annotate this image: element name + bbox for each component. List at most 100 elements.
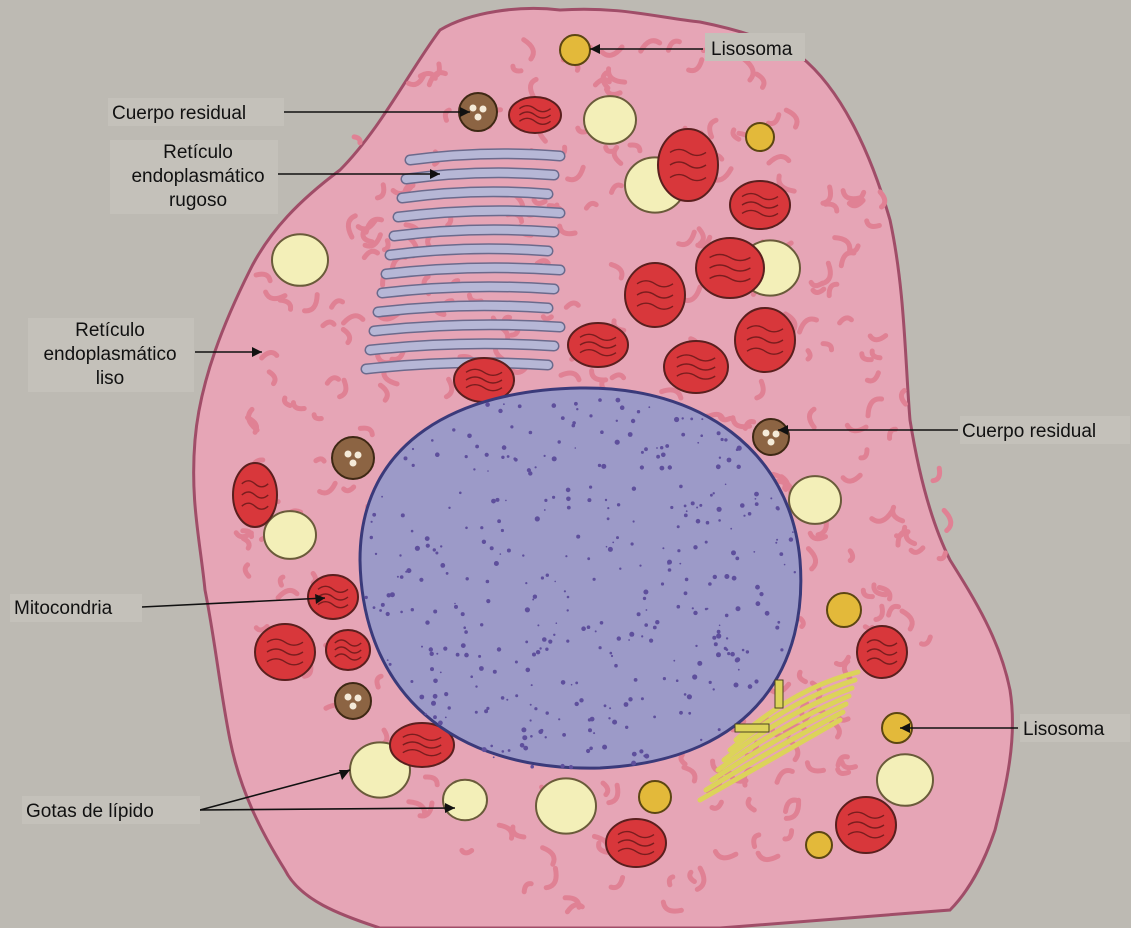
label-ret-liso-1: Retículo [75,320,145,341]
chromatin-granule [542,637,547,642]
chromatin-granule [532,653,536,657]
chromatin-granule [506,699,508,701]
chromatin-granule [419,695,424,700]
chromatin-granule [612,542,614,544]
chromatin-granule [721,438,724,441]
chromatin-granule [641,451,644,454]
label-cuerpo-residual-left: Cuerpo residual [112,103,246,124]
chromatin-granule [465,527,468,530]
chromatin-granule [646,609,648,611]
chromatin-granule [545,736,547,738]
chromatin-granule [448,507,450,509]
residual-body-inclusion [763,430,770,437]
chromatin-granule [493,756,495,758]
chromatin-granule [411,608,414,611]
chromatin-granule [588,728,592,732]
chromatin-granule [507,455,510,458]
chromatin-granule [628,697,632,701]
chromatin-granule [440,672,442,674]
chromatin-granule [598,398,602,402]
chromatin-granule [424,713,426,715]
chromatin-granule [780,648,783,651]
chromatin-granule [386,612,390,616]
smooth-er-tubule [612,375,624,378]
chromatin-granule [660,466,665,471]
chromatin-granule [480,526,483,529]
chromatin-granule [640,465,644,469]
chromatin-granule [624,702,629,707]
chromatin-granule [505,500,507,502]
lipid-droplet [264,511,316,559]
chromatin-granule [576,535,580,539]
chromatin-granule [497,519,501,523]
chromatin-granule [452,428,455,431]
chromatin-granule [684,505,687,508]
chromatin-granule [566,488,571,493]
chromatin-granule [677,525,680,528]
golgi-vesicle [735,724,769,732]
chromatin-granule [606,546,608,548]
chromatin-granule [435,552,438,555]
chromatin-granule [743,515,745,517]
chromatin-granule [440,545,442,547]
chromatin-granule [684,514,688,518]
chromatin-granule [548,640,552,644]
chromatin-granule [528,471,532,475]
chromatin-granule [687,694,692,699]
chromatin-granule [552,403,557,408]
chromatin-granule [502,445,507,450]
chromatin-granule [776,539,778,541]
smooth-er-tubule [850,551,852,561]
chromatin-granule [558,718,560,720]
chromatin-granule [649,639,653,643]
chromatin-granule [662,547,664,549]
chromatin-granule [530,765,534,769]
chromatin-granule [701,418,703,420]
chromatin-granule [404,456,408,460]
chromatin-granule [709,681,712,684]
chromatin-granule [784,564,786,566]
chromatin-granule [537,624,539,626]
chromatin-granule [734,683,739,688]
chromatin-granule [518,404,522,408]
chromatin-granule [443,647,447,651]
chromatin-granule [566,497,571,502]
chromatin-granule [755,498,757,500]
chromatin-granule [668,465,672,469]
chromatin-granule [501,696,505,700]
chromatin-granule [561,680,566,685]
chromatin-granule [794,571,796,573]
chromatin-granule [697,661,702,666]
chromatin-granule [415,546,420,551]
chromatin-granule [525,582,527,584]
chromatin-granule [410,680,413,683]
chromatin-granule [727,458,732,463]
chromatin-granule [632,487,636,491]
smooth-er-tubule [354,137,360,143]
label-ret-rugoso-2: endoplasmático [131,166,264,187]
chromatin-granule [681,433,685,437]
chromatin-granule [379,609,382,612]
chromatin-granule [656,447,658,449]
chromatin-granule [714,642,718,646]
chromatin-granule [587,498,591,502]
chromatin-granule [615,440,620,445]
chromatin-granule [742,649,745,652]
chromatin-granule [373,606,376,609]
chromatin-granule [522,735,527,740]
chromatin-granule [619,568,621,570]
chromatin-granule [616,536,619,539]
chromatin-granule [530,719,532,721]
lipid-droplet [789,476,841,524]
chromatin-granule [655,620,659,624]
chromatin-granule [389,663,392,666]
chromatin-granule [486,599,490,603]
chromatin-granule [748,512,752,516]
chromatin-granule [478,655,481,658]
chromatin-granule [572,424,576,428]
chromatin-granule [482,540,486,544]
chromatin-granule [607,517,610,520]
chromatin-granule [611,655,613,657]
chromatin-granule [540,729,543,732]
label-ret-rugoso-3: rugoso [169,190,227,211]
